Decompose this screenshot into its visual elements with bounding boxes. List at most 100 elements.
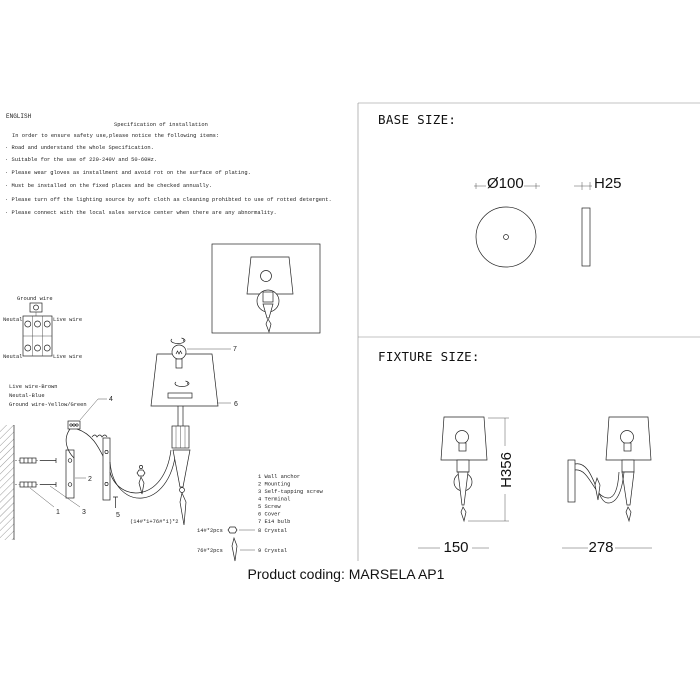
side-cone bbox=[621, 471, 635, 506]
rotate-arrow-icon bbox=[170, 338, 186, 344]
inset-cone bbox=[262, 303, 274, 319]
inset-shade bbox=[246, 256, 294, 295]
live-lower-label: Live wire bbox=[53, 354, 82, 360]
spec-item: · Suitable for the use of 220-240V and 5… bbox=[5, 157, 157, 163]
wall-anchor-ribs bbox=[23, 458, 33, 487]
fixture-side-view bbox=[567, 416, 652, 523]
parts-list-item: 7 E14 bulb bbox=[258, 519, 290, 525]
base-size-section: BASE SIZE: Ø100 H25 bbox=[378, 112, 622, 268]
parts-list-item: 6 Cover bbox=[258, 512, 281, 518]
spec-item: · Please turn off the lighting source by… bbox=[5, 197, 332, 203]
callout-4-leader bbox=[79, 398, 107, 421]
lamp-wire bbox=[76, 428, 105, 459]
fixture-depth-label: 278 bbox=[588, 539, 613, 556]
front-bulb-base bbox=[458, 442, 467, 452]
frame-lines bbox=[357, 102, 700, 561]
callout-1: 1 bbox=[56, 509, 60, 516]
callout-3-leader bbox=[49, 485, 81, 508]
crystal-hook-icon bbox=[139, 465, 143, 469]
e14-bulb-icon bbox=[171, 344, 187, 360]
front-crystal bbox=[460, 506, 467, 523]
callout-6: 6 bbox=[234, 401, 238, 408]
wire-grommet-icon bbox=[104, 482, 109, 486]
parts-list-item: 5 Screw bbox=[258, 504, 281, 510]
spec-title: Specification of installation bbox=[114, 122, 208, 128]
callout-3: 3 bbox=[82, 509, 86, 516]
parts-list-item: 8 Crystal bbox=[258, 528, 287, 534]
specification-text: ENGLISH Specification of installation In… bbox=[5, 113, 332, 216]
terminal-screw-icon bbox=[34, 320, 41, 328]
bracket-hole-icon bbox=[67, 482, 73, 487]
lamp-arm-inner bbox=[109, 449, 172, 494]
small-crystal-quantity: 14#*2pcs bbox=[197, 528, 223, 534]
base-top-view bbox=[475, 206, 537, 268]
product-coding: Product coding: MARSELA AP1 bbox=[248, 566, 445, 582]
terminal-wiring-diagram: Ground wire Neutal Live wire Neutal Live… bbox=[3, 296, 87, 408]
spec-item: · Must be installed on the fixed places … bbox=[5, 183, 212, 189]
inset-crystal bbox=[265, 318, 272, 334]
wire-color-ground: Ground wire-Yellow/Green bbox=[9, 402, 87, 408]
terminal-connector-screw-icon bbox=[72, 423, 76, 427]
callout-2: 2 bbox=[88, 476, 92, 483]
language-label: ENGLISH bbox=[6, 113, 32, 120]
side-arm-outer bbox=[574, 463, 625, 504]
inset-bulb bbox=[260, 270, 272, 282]
live-upper-label: Live wire bbox=[53, 317, 82, 323]
rotate-arrow-icon bbox=[174, 381, 190, 387]
small-crystal-icon bbox=[136, 469, 146, 477]
callout-7: 7 bbox=[233, 346, 237, 353]
neutral-upper-label: Neutal bbox=[3, 317, 22, 323]
neutral-lower-label: Neutal bbox=[3, 354, 22, 360]
front-holder bbox=[456, 459, 470, 473]
lamp-cone bbox=[172, 449, 191, 488]
small-crystal-icon bbox=[227, 526, 238, 534]
terminal-screw-icon bbox=[24, 320, 32, 328]
lamp-wall-plate bbox=[102, 437, 111, 501]
install-direction-dashes bbox=[15, 460, 40, 485]
supply-wire bbox=[65, 428, 75, 459]
base-size-heading: BASE SIZE: bbox=[378, 112, 456, 127]
side-shade bbox=[605, 416, 652, 461]
lamp-holder-ribs bbox=[175, 426, 186, 448]
base-diameter-label: Ø100 bbox=[487, 175, 524, 192]
fixture-height-label: H356 bbox=[498, 452, 515, 488]
front-shade bbox=[440, 416, 488, 461]
callout-5: 5 bbox=[116, 512, 120, 519]
terminal-screw-icon bbox=[34, 344, 41, 352]
wire-color-neutral: Neutal-Blue bbox=[9, 393, 45, 399]
bracket-hole-icon bbox=[67, 458, 73, 463]
mounting-bracket bbox=[65, 449, 75, 499]
side-bulb-base bbox=[623, 442, 632, 452]
long-crystal-icon bbox=[179, 491, 187, 526]
terminal-connector bbox=[67, 420, 81, 430]
spec-intro: In order to ensure safety use,please not… bbox=[12, 133, 219, 139]
side-arm-inner bbox=[574, 469, 620, 499]
side-wall-plate bbox=[567, 459, 576, 503]
installation-drawing: 4 7 6 2 1 3 5 (14#*1+76#*1)*2 bbox=[0, 337, 238, 540]
ground-wire-label: Ground wire bbox=[17, 296, 53, 302]
bulb-filament bbox=[175, 350, 183, 355]
parts-list-item: 1 Wall anchor bbox=[258, 474, 300, 480]
wire-grommet-icon bbox=[104, 450, 109, 454]
inset-frame bbox=[211, 243, 321, 334]
fixture-size-heading: FIXTURE SIZE: bbox=[378, 349, 480, 364]
bulb-base bbox=[175, 358, 183, 369]
terminal-screw-icon bbox=[43, 344, 51, 352]
rotate-arrowhead-icon bbox=[181, 337, 185, 342]
inset-lamp-drawing bbox=[211, 243, 321, 334]
side-holder bbox=[621, 459, 635, 473]
wire-color-live: Live wire-Brown bbox=[9, 384, 58, 390]
terminal-connector-screw-icon bbox=[69, 423, 73, 427]
spec-item: · Road and understand the whole Specific… bbox=[5, 145, 154, 151]
screw-icon bbox=[40, 458, 57, 487]
parts-list-item: 4 Terminal bbox=[258, 497, 290, 503]
terminal-screw-icon bbox=[24, 344, 32, 352]
callout-1-leader bbox=[29, 487, 55, 508]
long-crystal-quantity: 76#*2pcs bbox=[197, 548, 223, 554]
parts-list-item: 3 Self-tapping screw bbox=[258, 489, 323, 495]
fixture-size-section: FIXTURE SIZE: H356 150 bbox=[378, 349, 652, 556]
crystal-hook-icon bbox=[179, 487, 185, 493]
terminal-connector-screw-icon bbox=[75, 423, 79, 427]
long-crystal-icon bbox=[138, 476, 145, 495]
